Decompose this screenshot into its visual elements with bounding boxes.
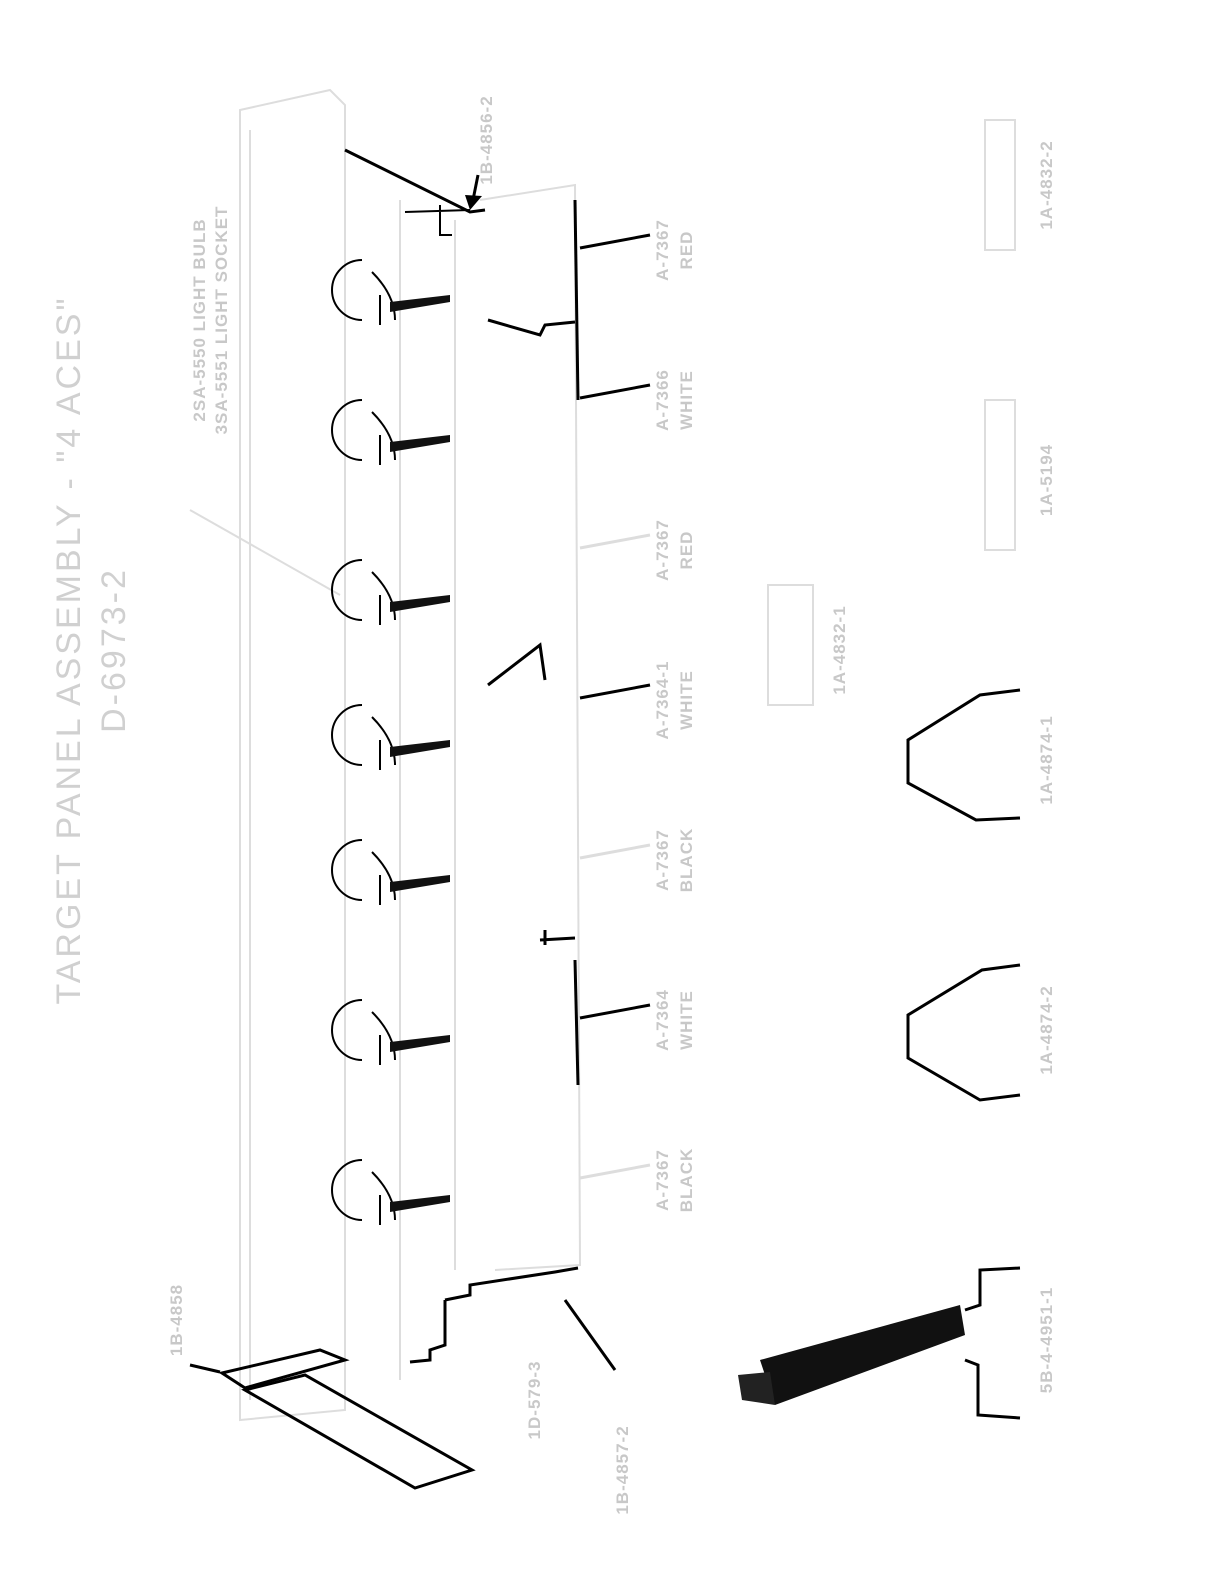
target-part-label: A-7367 bbox=[653, 519, 672, 581]
target-color-label: WHITE bbox=[677, 370, 696, 430]
bottom-plate bbox=[241, 1373, 476, 1490]
part-1a-4832-2 bbox=[984, 119, 1016, 251]
part-label-6: 5B-4-4951-1 bbox=[1037, 1287, 1056, 1393]
title-line-1: TARGET PANEL ASSEMBLY - "4 ACES" bbox=[50, 295, 88, 1004]
light-bulb bbox=[331, 559, 450, 625]
target-part-label: A-7364 bbox=[653, 989, 672, 1051]
light-bulb bbox=[331, 399, 450, 465]
target-color-label: WHITE bbox=[677, 670, 696, 730]
part-1a-4832-1 bbox=[767, 584, 814, 706]
arrowhead bbox=[465, 195, 482, 210]
target-part-label: A-7364-1 bbox=[653, 661, 672, 740]
bottom-label-right: 1B-4857-2 bbox=[613, 1425, 632, 1514]
target-arrow bbox=[579, 533, 651, 550]
target-arrow bbox=[579, 843, 651, 860]
part-label-2: 1A-5194 bbox=[1037, 444, 1056, 516]
target-part-label: A-7367 bbox=[653, 829, 672, 891]
bulb-label-line-2: 3SA-5551 LIGHT SOCKET bbox=[212, 206, 231, 435]
part-1a-4874-1 bbox=[906, 688, 1021, 822]
top-part-label: 1B-4856-2 bbox=[477, 95, 496, 184]
target-part-label: A-7367 bbox=[653, 219, 672, 281]
part-label-3: 1A-4832-1 bbox=[830, 605, 849, 694]
arrow-bottom-right bbox=[563, 1299, 617, 1371]
bottom-label-mid: 1D-579-3 bbox=[525, 1361, 544, 1440]
bottom-label-left: 1B-4858 bbox=[167, 1284, 186, 1356]
target-row bbox=[409, 183, 582, 1364]
bulb-label-line-1: 2SA-5550 LIGHT BULB bbox=[190, 218, 209, 421]
target-color-label: BLACK bbox=[677, 828, 696, 893]
target-color-label: RED bbox=[677, 531, 696, 570]
part-label-4: 1A-4874-1 bbox=[1037, 715, 1056, 804]
target-arrow bbox=[579, 1003, 651, 1020]
top-bracket bbox=[344, 148, 486, 214]
target-arrow bbox=[579, 683, 651, 700]
part-label-5: 1A-4874-2 bbox=[1037, 985, 1056, 1074]
back-panel bbox=[239, 88, 456, 1422]
light-bulb bbox=[331, 259, 450, 325]
bottom-bracket bbox=[218, 1348, 350, 1390]
arrow-bottom-left bbox=[189, 1363, 221, 1374]
target-color-label: BLACK bbox=[677, 1148, 696, 1213]
part-1a-5194 bbox=[984, 399, 1016, 551]
part-label-1: 1A-4832-2 bbox=[1037, 140, 1056, 229]
part-1a-4874-2 bbox=[906, 963, 1021, 1102]
light-bulb bbox=[331, 1159, 450, 1225]
target-part-label: A-7366 bbox=[653, 369, 672, 431]
part-5b-4-4951-1 bbox=[738, 1266, 1021, 1420]
target-color-label: WHITE bbox=[677, 990, 696, 1050]
target-part-label: A-7367 bbox=[653, 1149, 672, 1211]
light-bulb bbox=[331, 999, 450, 1065]
top-clip bbox=[404, 205, 471, 236]
target-arrow bbox=[579, 233, 651, 250]
bulbs bbox=[331, 259, 450, 1225]
light-bulb bbox=[331, 704, 450, 770]
target-arrow bbox=[579, 1163, 651, 1180]
light-bulb bbox=[331, 839, 450, 905]
title-line-2: D-6973-2 bbox=[95, 567, 133, 733]
target-color-label: RED bbox=[677, 231, 696, 270]
target-arrow bbox=[579, 383, 651, 400]
leader-line bbox=[189, 509, 341, 596]
